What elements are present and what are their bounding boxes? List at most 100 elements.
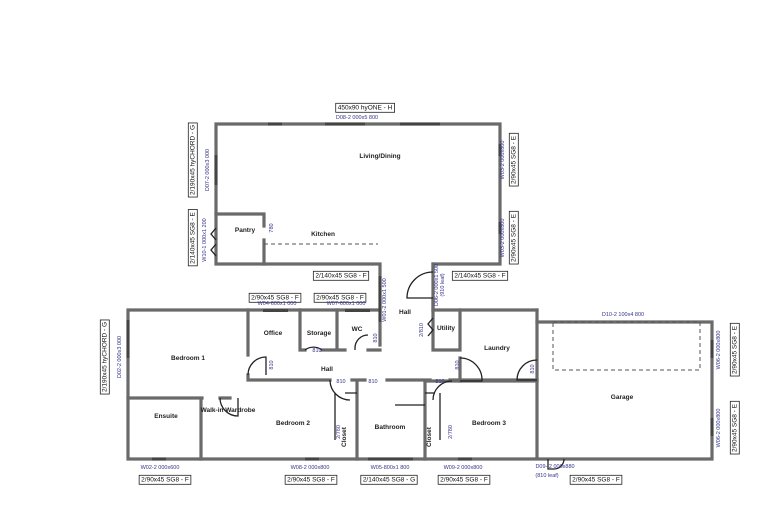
opening-label: 780 [269, 223, 275, 232]
opening-label: D09- 2 000x880 [535, 464, 574, 470]
opening-label: W03-2 000x800 [500, 219, 506, 258]
room-label: Walk-in Wardrobe [201, 407, 256, 414]
opening-label: W06-2 000x800 [716, 409, 722, 448]
lintel-label: 2/140x45 SG8 - F [451, 270, 509, 281]
lintel-label: 2/90x45 SG8 - E [729, 400, 740, 455]
lintel-text: 2/140x45 SG8 - F [315, 272, 366, 279]
lintel-labels: 450x90 hyONE - H 2/190x45 hyCHORD - G 2/14… [99, 102, 740, 485]
label-box [284, 474, 338, 485]
opening-label: 2/810 [419, 323, 425, 337]
opening-label: W08-2 000x800 [291, 465, 330, 471]
label-box [360, 474, 418, 485]
room-label: Bedroom 3 [472, 420, 506, 427]
room-label: Closet [426, 426, 433, 447]
lintel-label: 2/140x45 SG8 - G [360, 474, 418, 485]
lintel-text: 450x90 hyONE - H [338, 104, 393, 111]
lintel-label: 2/90x45 SG8 - F [248, 292, 302, 303]
room-label: Garage [611, 394, 634, 401]
room-label: Ensuite [154, 413, 178, 420]
lintel-text: 2/90x45 SG8 - F [287, 476, 335, 483]
opening-label: 2/780 [336, 425, 342, 439]
opening-label: 810 [373, 333, 379, 342]
label-box [729, 322, 740, 377]
label-box [312, 270, 370, 281]
opening-label: W09-2 000x800 [444, 465, 483, 471]
opening-label: W01-2 000x1 500 [382, 278, 388, 321]
lintel-text: 2/190x45 hyCHORD - G [189, 125, 196, 195]
lintel-text: 2/90x45 SG8 - F [440, 476, 488, 483]
lintel-label: 2/90x45 SG8 - E [508, 132, 519, 187]
label-box [729, 400, 740, 455]
room-label: Pantry [235, 227, 256, 234]
label-box [437, 474, 491, 485]
room-label: WC [352, 326, 363, 333]
walls [126, 122, 714, 461]
label-box [335, 102, 395, 113]
opening-label: D06-2 000x1 500 [434, 264, 440, 306]
label-box [138, 474, 192, 485]
label-box [508, 210, 519, 265]
opening-label: W03-2 000x800 [500, 141, 506, 180]
opening-label: W06-2 000x800 [716, 331, 722, 370]
opening-label: D07-2 000x3 000 [205, 149, 211, 191]
lintel-text: 2/140x45 SG8 - F [454, 272, 505, 279]
opening-label: W05-800x1 800 [371, 465, 410, 471]
lintel-text: 2/90x45 SG8 - F [572, 476, 620, 483]
lintel-label: 2/140x45 SG8 - F [312, 270, 370, 281]
label-box [569, 474, 623, 485]
opening-label: W02-2 000x600 [141, 465, 180, 471]
opening-label: 810 [455, 360, 461, 369]
opening-label: 2/780 [448, 425, 454, 439]
lintel-label: 2/90x45 SG8 - F [284, 474, 338, 485]
lintel-label: 2/90x45 SG8 - F [437, 474, 491, 485]
lintel-text: 2/90x45 SG8 - F [251, 294, 299, 301]
lintel-text: 2/90x45 SG8 - E [731, 325, 738, 374]
opening-label: D08-2 000x5 800 [336, 115, 378, 121]
lintel-text: 2/140x45 SG8 - G [363, 476, 415, 483]
lintel-label: 450x90 hyONE - H [335, 102, 395, 113]
label-box [187, 122, 198, 198]
room-label: Living/Dining [359, 153, 400, 160]
lintel-label: 2/90x45 SG8 - F [569, 474, 623, 485]
label-box [508, 132, 519, 187]
room-label: Storage [307, 330, 332, 337]
room-label: Bedroom 2 [276, 420, 310, 427]
lintel-text: 2/140x45 SG8 - E [189, 212, 196, 264]
lintel-text: 2/190x45 hyCHORD - G [101, 322, 108, 392]
opening-label: W10-1 000x1 200 [202, 218, 208, 261]
opening-label: W04-600x1 000 [258, 301, 297, 307]
opening-label: 810 [368, 379, 377, 385]
room-label: Bathroom [375, 424, 406, 431]
opening-label: D10-2 100x4 800 [602, 312, 644, 318]
label-box [451, 270, 509, 281]
lintel-text: 2/90x45 SG8 - E [510, 135, 517, 184]
label-box [313, 292, 367, 303]
opening-label: W07-600x1 000 [327, 301, 366, 307]
lintel-text: 2/90x45 SG8 - F [141, 476, 189, 483]
lintel-label: 2/90x45 SG8 - E [508, 210, 519, 265]
lintel-text: 2/90x45 SG8 - E [510, 213, 517, 262]
lintel-text: 2/90x45 SG8 - F [316, 294, 364, 301]
lintel-label: 2/190x45 hyCHORD - G [99, 319, 110, 395]
label-box [187, 209, 198, 267]
opening-label: 810 [336, 379, 345, 385]
opening-label: 810 [435, 379, 444, 385]
lintel-label: 2/140x45 SG8 - E [187, 209, 198, 267]
room-label: Hall [321, 366, 333, 373]
opening-label: D02-2 000x3 000 [117, 336, 123, 378]
doors [210, 227, 565, 470]
lintel-label: 2/190x45 hyCHORD - G [187, 122, 198, 198]
lintel-text: 2/90x45 SG8 - E [731, 403, 738, 452]
room-label: Utility [437, 325, 455, 332]
room-label: Laundry [484, 345, 510, 352]
room-label: Office [264, 330, 283, 337]
room-label: Hall [399, 309, 411, 316]
opening-label: (810 leaf) [535, 473, 558, 479]
lintel-label: 2/90x45 SG8 - E [729, 322, 740, 377]
room-label: Kitchen [311, 231, 335, 238]
opening-label: 810 [530, 364, 536, 373]
windows [126, 122, 714, 461]
lintel-label: 2/90x45 SG8 - F [138, 474, 192, 485]
